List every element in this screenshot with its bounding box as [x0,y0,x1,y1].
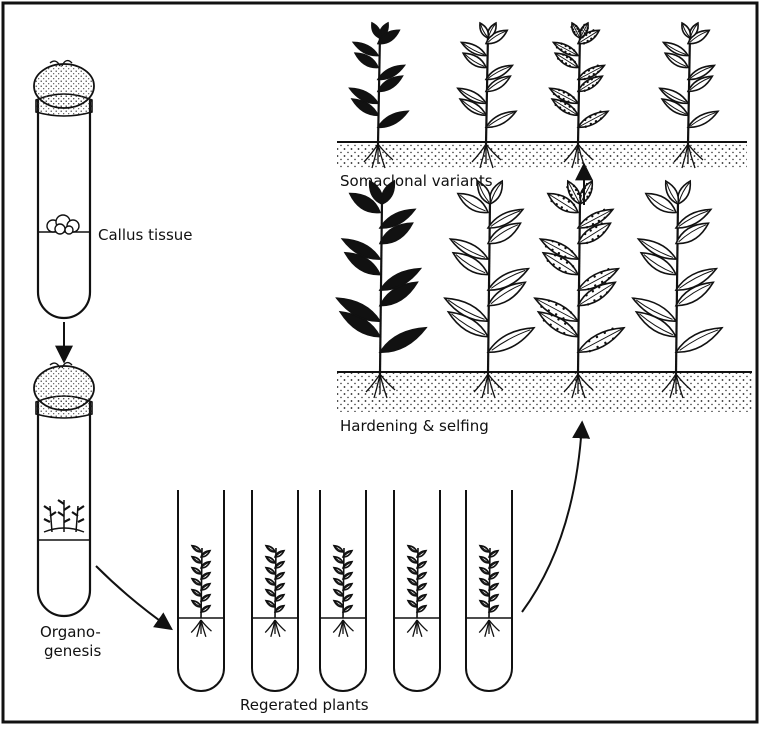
leaf [265,544,276,553]
plantlet [191,544,212,637]
leaf [191,544,202,553]
leaf [479,544,490,553]
leaf [407,544,418,553]
shoot-cluster [44,500,84,532]
cotton-plug-top [34,366,94,410]
leaf [333,544,344,553]
roots [407,620,427,637]
regenerated-tube-3 [320,490,366,691]
arrow-organogenesis-to-regenerated [96,566,170,628]
cotton-plug-top [34,64,94,108]
leaf [673,322,725,358]
leaf [686,107,720,131]
leaf [485,322,537,358]
label-callus-tissue: Callus tissue [98,226,193,244]
arrow-regenerated-to-hardening [522,424,582,612]
regenerated-tube-4 [394,490,440,691]
label-regenerated-plants: Regerated plants [240,696,369,714]
leaf [484,107,518,131]
label-organogenesis-1: Organo- [40,623,101,641]
regenerated-tubes [178,490,512,691]
regenerated-tube-1 [178,490,224,691]
label-somaclonal-variants: Somaclonal variants [340,172,493,190]
leaf [377,322,429,358]
hardening-soil [337,372,752,412]
culture-tube-organogenesis [34,363,94,616]
plantlet [407,544,428,637]
plant-outline-4 [630,179,725,398]
regenerated-tube-5 [466,490,512,691]
plant-outline-2 [442,179,537,398]
roots [479,620,499,637]
callus-mass [47,215,79,234]
hardening-plants [334,179,725,398]
regenerated-tube-2 [252,490,298,691]
plant-solid-1 [334,179,429,398]
leaf [576,107,610,131]
leaf [575,322,627,358]
culture-tube-callus [34,61,94,318]
label-hardening-selfing: Hardening & selfing [340,417,489,435]
label-organogenesis-2: genesis [44,642,101,660]
plantlet [479,544,500,637]
plantlet [333,544,354,637]
roots [265,620,285,637]
plantlet [265,544,286,637]
roots [333,620,353,637]
leaf [376,107,410,131]
roots [191,620,211,637]
plant-dotted-3 [532,179,627,398]
